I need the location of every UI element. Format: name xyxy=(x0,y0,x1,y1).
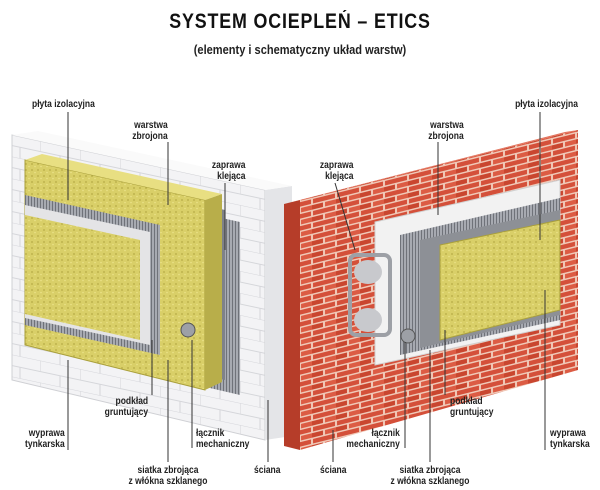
diagram-subtitle: (elementy i schematyczny układ warstw) xyxy=(193,42,407,57)
right-label-sciana: ściana xyxy=(320,465,347,476)
leader-lines xyxy=(67,112,546,462)
left-insulation-layers xyxy=(24,154,240,395)
diagram-title: SYSTEM OCIEPLEŃ – ETICS xyxy=(169,10,431,33)
left-label-plyta-izolacyjna: płyta izolacyjna xyxy=(32,99,95,110)
right-insulation-layers xyxy=(348,179,561,366)
left-label-sciana: ściana xyxy=(254,465,281,476)
right-label-plyta-izolacyjna: płyta izolacyjna xyxy=(515,99,578,110)
